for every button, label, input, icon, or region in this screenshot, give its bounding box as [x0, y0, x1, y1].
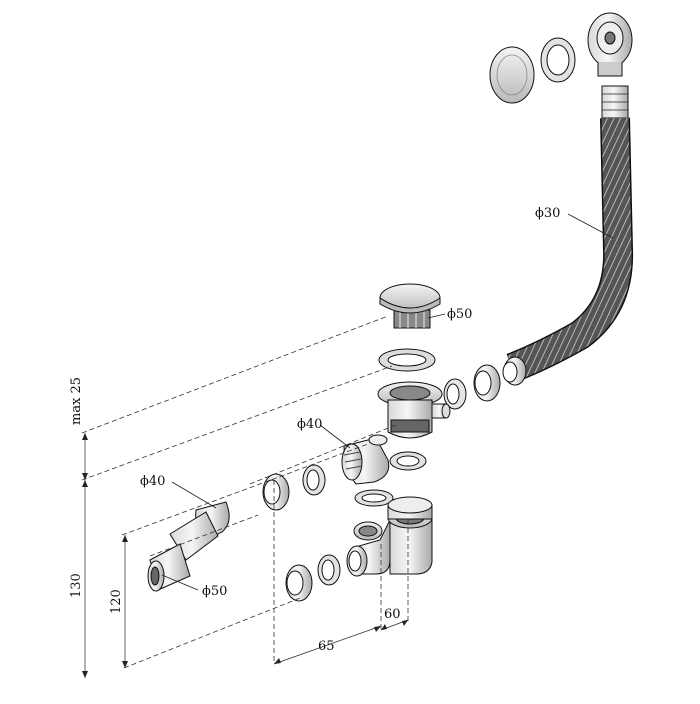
leader-phi30 — [567, 213, 614, 239]
overflow-body — [587, 12, 633, 77]
overflow-gasket — [540, 37, 576, 83]
overflow-hose — [506, 117, 634, 382]
dim-offset-60: 60 — [384, 607, 401, 622]
leader-phi50-valve — [427, 313, 446, 319]
hose-union-nut — [473, 364, 501, 402]
hose-gasket — [443, 378, 467, 410]
label-elbow-diameter: ϕ40 — [297, 417, 322, 432]
label-drain-valve-diameter: ϕ50 — [447, 307, 472, 322]
leader-phi40-elbow — [319, 424, 351, 449]
gasket-upper — [302, 464, 326, 496]
valve-body — [377, 381, 451, 439]
hose-cuff-top — [601, 85, 629, 119]
union-nut-upper — [262, 473, 290, 511]
gasket-lower — [317, 554, 341, 586]
dim-outlet-height: 120 — [109, 589, 124, 614]
dim-total-height: 130 — [69, 573, 84, 598]
click-clack-plug — [379, 283, 441, 329]
dim-max-rim: max 25 — [69, 377, 84, 425]
hose-cuff-bottom — [502, 356, 527, 386]
label-outlet-bottom-diameter: ϕ50 — [202, 584, 227, 599]
union-nut-lower — [285, 564, 313, 602]
dimension-lines — [82, 433, 409, 678]
projection-lines — [81, 315, 409, 669]
valve-gasket — [378, 348, 436, 372]
label-overflow-hose-diameter: ϕ30 — [535, 206, 560, 221]
elbow-connector — [341, 434, 390, 485]
outlet-pipe — [147, 501, 230, 592]
overflow-cover-plate — [489, 46, 535, 104]
siphon-trap — [346, 496, 433, 577]
label-outlet-top-diameter: ϕ40 — [140, 474, 165, 489]
dim-offset-65: 65 — [318, 639, 335, 654]
leader-phi50-outlet — [161, 574, 199, 591]
trap-gasket — [354, 489, 394, 507]
leader-phi40-outlet — [171, 481, 217, 509]
elbow-gasket — [389, 451, 427, 471]
